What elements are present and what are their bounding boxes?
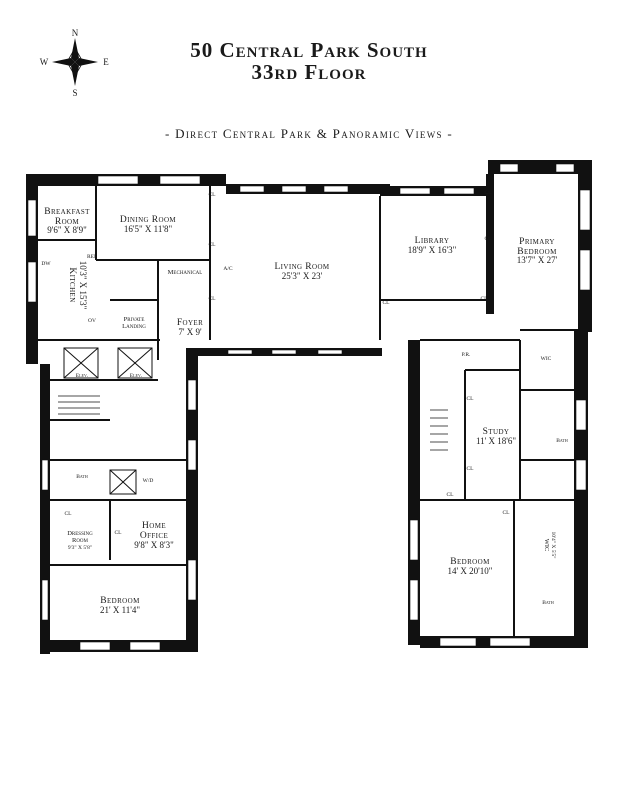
cl-7: CL bbox=[484, 236, 492, 242]
home-office-2: Office bbox=[140, 531, 168, 541]
cl-2: CL bbox=[208, 242, 216, 248]
wic-right-name: WIC bbox=[543, 539, 550, 552]
compass-n: N bbox=[72, 28, 79, 38]
private-landing-2: Landing bbox=[122, 323, 146, 330]
ov-label: OV bbox=[88, 318, 96, 324]
cl-10: CL bbox=[466, 396, 474, 402]
dressing-1: Dressing bbox=[67, 530, 93, 537]
compass-s: S bbox=[72, 88, 77, 98]
kitchen-dims: 10'3" X 15'3" bbox=[78, 261, 88, 310]
breakfast-dims: 9'6" X 8'9" bbox=[47, 225, 87, 235]
elev-1: Elev. bbox=[76, 373, 89, 379]
living-name: Living Room bbox=[274, 262, 329, 272]
dining-dims: 16'5" X 11'8" bbox=[124, 224, 173, 234]
compass-w: W bbox=[40, 57, 49, 67]
cl-9: CL bbox=[114, 530, 122, 536]
fixture-labels: CL CL CL CL CL CL CL CL CL CL CL CL CL B… bbox=[41, 190, 567, 606]
windows bbox=[27, 163, 591, 651]
cl-12: CL bbox=[446, 492, 454, 498]
views-subtitle: - Direct Central Park & Panoramic Views … bbox=[165, 126, 453, 141]
bath-bedroom: Bath bbox=[542, 600, 554, 606]
bedroom-left-dims: 21' X 11'4" bbox=[100, 605, 140, 615]
private-landing-1: Private bbox=[124, 316, 145, 323]
elev-2: Elev. bbox=[130, 373, 143, 379]
kitchen-name: Kitchen bbox=[67, 267, 77, 302]
dressing-dims: 9'3" X 5'8" bbox=[68, 545, 92, 551]
wic-primary: WIC bbox=[541, 356, 552, 362]
bath-study: Bath bbox=[556, 438, 568, 444]
mechanical-name: Mechanical bbox=[168, 269, 203, 276]
floor-title: 33rd Floor bbox=[251, 60, 367, 84]
ac-label: A/C bbox=[223, 266, 233, 272]
study-dims: 11' X 18'6" bbox=[476, 436, 516, 446]
wd-label: W/D bbox=[143, 478, 154, 484]
compass-rose-icon: N S W E bbox=[40, 28, 110, 98]
foyer-dims: 7' X 9' bbox=[178, 327, 202, 337]
cl-13: CL bbox=[502, 510, 510, 516]
breakfast-name-2: Room bbox=[55, 217, 80, 227]
cl-11: CL bbox=[466, 466, 474, 472]
foyer-name: Foyer bbox=[177, 318, 203, 328]
home-office-1: Home bbox=[142, 521, 166, 531]
bath-left: Bath bbox=[76, 474, 88, 480]
dw-label: DW bbox=[41, 261, 51, 267]
bedroom-left-name: Bedroom bbox=[100, 596, 140, 606]
cl-6: CL bbox=[484, 190, 492, 196]
bedroom-right-name: Bedroom bbox=[450, 557, 490, 567]
cl-1: CL bbox=[208, 192, 216, 198]
exterior-walls bbox=[26, 160, 592, 654]
wic-right-dims: 10'4" X 5'5" bbox=[550, 532, 556, 559]
library-name: Library bbox=[415, 236, 450, 246]
cl-3: CL bbox=[208, 296, 216, 302]
breakfast-name-1: Breakfast bbox=[44, 207, 90, 217]
cl-5: CL bbox=[480, 296, 488, 302]
dining-name: Dining Room bbox=[120, 215, 177, 225]
primary-dims: 13'7" X 27' bbox=[517, 255, 558, 265]
stairs bbox=[58, 395, 448, 451]
living-dims: 25'3" X 23' bbox=[282, 271, 323, 281]
interior-walls bbox=[38, 186, 588, 636]
compass-e: E bbox=[103, 57, 109, 67]
library-dims: 18'9" X 16'3" bbox=[408, 245, 457, 255]
dressing-2: Room bbox=[72, 537, 89, 544]
powder-room: P.R. bbox=[462, 352, 471, 358]
bedroom-right-dims: 14' X 20'10" bbox=[448, 566, 493, 576]
cl-8: CL bbox=[64, 511, 72, 517]
home-office-dims: 9'8" X 8'3" bbox=[134, 540, 174, 550]
room-labels: Breakfast Room 9'6" X 8'9" Dining Room 1… bbox=[44, 207, 557, 615]
primary-name-1: Primary bbox=[519, 237, 555, 247]
study-name: Study bbox=[483, 427, 510, 437]
elevators bbox=[63, 347, 153, 495]
property-title: 50 Central Park South bbox=[190, 38, 428, 62]
ref-label: REF bbox=[87, 254, 97, 260]
cl-4: CL bbox=[382, 300, 390, 306]
primary-name-2: Bedroom bbox=[517, 247, 557, 257]
